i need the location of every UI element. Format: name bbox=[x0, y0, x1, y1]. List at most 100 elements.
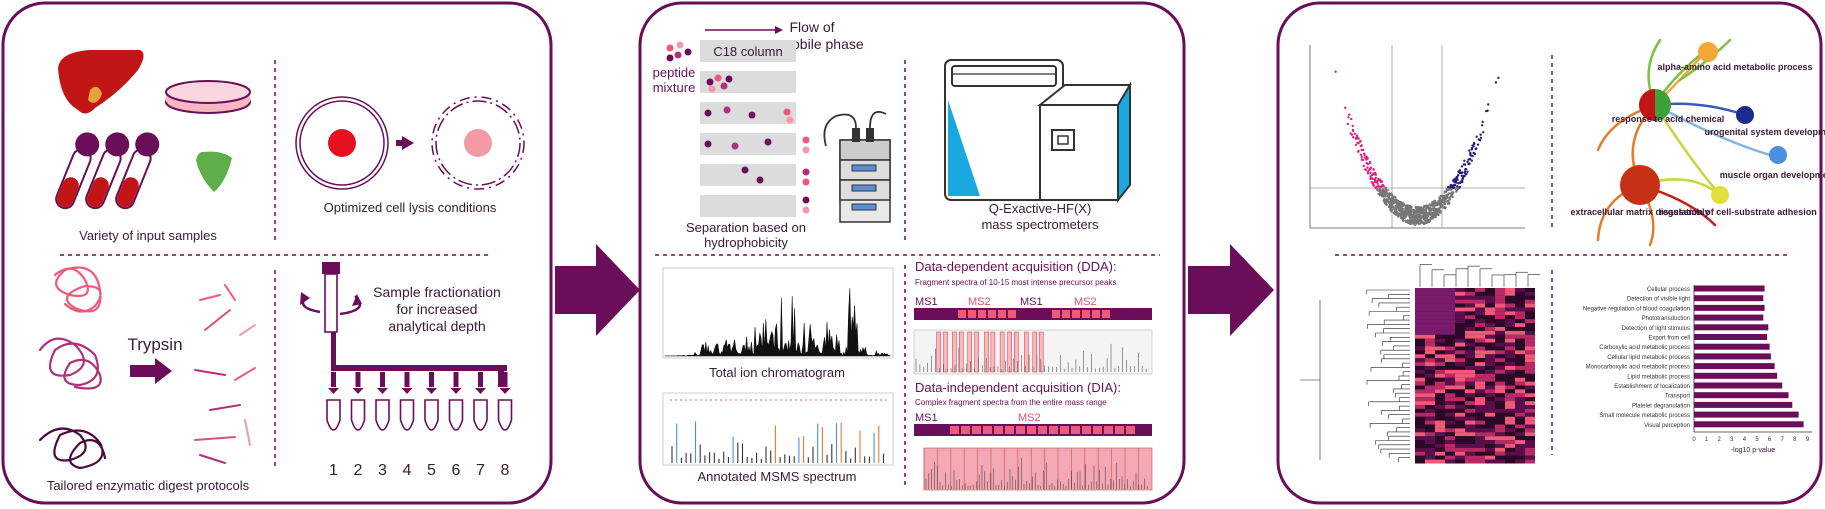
heatmap-cell bbox=[1525, 397, 1535, 402]
volcano-point bbox=[1390, 192, 1393, 195]
volcano-point bbox=[1470, 147, 1474, 150]
label-ms-2: mass spectrometers bbox=[981, 217, 1099, 232]
heatmap-cell bbox=[1425, 440, 1435, 444]
heatmap-cell bbox=[1495, 377, 1505, 382]
volcano-point bbox=[1482, 131, 1485, 134]
dda-ms2-segment bbox=[988, 310, 996, 318]
heatmap-cell bbox=[1425, 389, 1435, 394]
heatmap-cell bbox=[1435, 405, 1445, 409]
heatmap-cell bbox=[1435, 369, 1445, 374]
heatmap-cell bbox=[1445, 303, 1455, 308]
heatmap-cell bbox=[1505, 444, 1515, 448]
dda-isolation-window bbox=[943, 331, 948, 373]
heatmap-cell bbox=[1435, 451, 1445, 456]
heatmap-cell bbox=[1495, 440, 1505, 444]
heatmap-cell bbox=[1485, 416, 1495, 421]
bar-tick: 6 bbox=[1768, 437, 1772, 443]
fraction-arrowhead bbox=[426, 388, 437, 394]
heatmap-cell bbox=[1465, 338, 1475, 343]
dda-scan-bar bbox=[914, 308, 1152, 320]
enrichment-bar bbox=[1694, 324, 1769, 331]
heatmap-cell bbox=[1505, 412, 1515, 417]
volcano-point bbox=[1439, 205, 1442, 209]
heatmap-cell bbox=[1425, 299, 1435, 304]
volcano-point bbox=[1366, 166, 1369, 169]
fraction-tube bbox=[497, 399, 513, 431]
heatmap-cell bbox=[1525, 334, 1535, 339]
volcano-point bbox=[1383, 198, 1386, 201]
liver-icon bbox=[58, 50, 144, 114]
heatmap-cell bbox=[1485, 307, 1495, 312]
heatmap-cell bbox=[1495, 412, 1505, 417]
volcano-point bbox=[1452, 191, 1455, 194]
volcano-point bbox=[1359, 145, 1362, 148]
volcano-point bbox=[1423, 221, 1426, 225]
enrichment-bar bbox=[1694, 392, 1789, 399]
volcano-point bbox=[1481, 120, 1484, 124]
heatmap-cell bbox=[1465, 444, 1475, 448]
heatmap-cell bbox=[1465, 291, 1475, 296]
heatmap-cell bbox=[1525, 385, 1535, 390]
volcano-point bbox=[1407, 206, 1410, 209]
volcano-point bbox=[1463, 159, 1466, 162]
heatmap-cell bbox=[1475, 323, 1485, 327]
volcano-point bbox=[1479, 136, 1483, 139]
heatmap-cell bbox=[1485, 412, 1495, 417]
volcano-point bbox=[1494, 81, 1498, 84]
heatmap-cell bbox=[1425, 342, 1435, 347]
label-trypsin: Trypsin bbox=[127, 335, 182, 354]
fraction-tube bbox=[399, 399, 415, 431]
dda-ms2-segment bbox=[1082, 310, 1090, 318]
heatmap-cell bbox=[1435, 338, 1445, 343]
heatmap-cell bbox=[1485, 424, 1495, 429]
dda-isolation-window bbox=[999, 331, 1005, 373]
volcano-point bbox=[1386, 189, 1390, 192]
volcano-point bbox=[1457, 174, 1460, 177]
dia-ms2-segment bbox=[1060, 426, 1069, 434]
volcano-point bbox=[1444, 196, 1447, 200]
heatmap-cell bbox=[1455, 311, 1465, 316]
volcano-point bbox=[1475, 135, 1478, 138]
volcano-point bbox=[1446, 202, 1450, 206]
label-frac-2: for increased bbox=[397, 301, 478, 317]
heatmap-cell bbox=[1475, 373, 1485, 378]
dia-ms2-segment bbox=[1038, 426, 1047, 434]
fraction-number: 5 bbox=[427, 462, 436, 479]
heatmap-cell bbox=[1425, 381, 1435, 386]
enrichment-bar-label: Small molecule metabolic process bbox=[1599, 413, 1690, 419]
heatmap-cell bbox=[1525, 362, 1535, 366]
heatmap-cell bbox=[1495, 358, 1505, 363]
heatmap-cell bbox=[1435, 408, 1445, 413]
fraction-connector bbox=[355, 372, 361, 387]
heatmap-cell bbox=[1425, 405, 1435, 409]
volcano-point bbox=[1400, 212, 1404, 215]
dda-isolation-window bbox=[984, 331, 989, 373]
dia-ms2-segments bbox=[950, 426, 1135, 434]
heatmap-cell bbox=[1485, 389, 1495, 394]
volcano-point bbox=[1425, 221, 1429, 224]
heatmap-cell bbox=[1435, 397, 1445, 402]
volcano-point bbox=[1430, 217, 1434, 220]
enrichment-bar bbox=[1694, 334, 1768, 340]
volcano-point bbox=[1432, 209, 1435, 212]
volcano-point bbox=[1410, 205, 1413, 209]
heatmap-cell bbox=[1505, 369, 1515, 374]
heatmap-cell bbox=[1445, 447, 1455, 452]
volcano-point bbox=[1352, 136, 1355, 139]
volcano-point bbox=[1434, 204, 1437, 207]
volcano-point bbox=[1379, 185, 1382, 189]
heatmap-cell bbox=[1445, 397, 1455, 402]
volcano-point bbox=[1419, 218, 1422, 221]
heatmap-cell bbox=[1465, 342, 1475, 347]
heatmap-cell bbox=[1455, 377, 1465, 382]
volcano-point bbox=[1468, 162, 1471, 165]
heatmap-cell bbox=[1425, 451, 1435, 456]
heatmap-cell bbox=[1415, 389, 1425, 394]
heatmap-cell bbox=[1475, 459, 1485, 464]
heatmap-cell bbox=[1515, 319, 1525, 324]
heatmap-cell bbox=[1525, 440, 1535, 444]
volcano-point bbox=[1396, 199, 1400, 203]
heatmap-cell bbox=[1455, 369, 1465, 374]
heatmap-cell bbox=[1415, 354, 1425, 359]
